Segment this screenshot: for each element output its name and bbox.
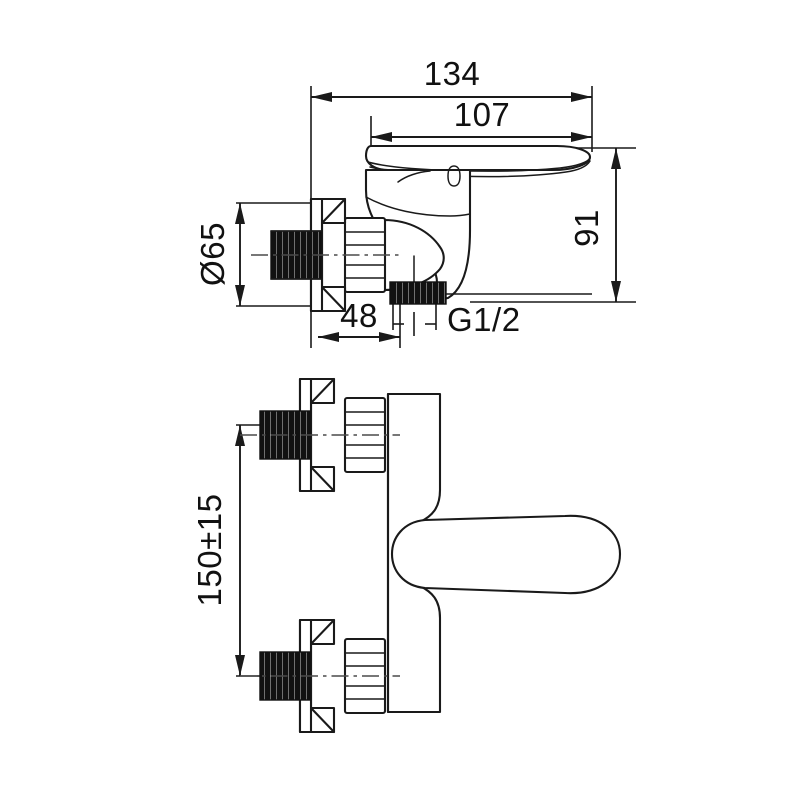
escutcheon-cone-top — [320, 197, 347, 225]
outlet-thread-hatch — [389, 281, 447, 305]
dim-label-150: 150±15 — [191, 494, 228, 607]
arrow-bottom-d65 — [235, 285, 245, 306]
side-elevation-view: 134 107 Ø65 91 48 — [194, 55, 636, 348]
spout-top-outline — [364, 144, 592, 172]
dim-label-d65: Ø65 — [194, 222, 231, 286]
body-button-detail — [447, 165, 461, 187]
dim-label-91: 91 — [568, 209, 605, 247]
arrow-bottom-91 — [611, 281, 621, 302]
connector-upper-front — [240, 377, 400, 493]
arrow-top-91 — [611, 148, 621, 169]
arrow-left-48 — [318, 332, 339, 342]
front-elevation-view: 150±15 — [191, 377, 622, 734]
escutcheon-cone-top-lower — [309, 618, 336, 646]
lever-handle-front — [390, 514, 622, 595]
arrow-right-107 — [571, 132, 592, 142]
dim-label-134: 134 — [424, 55, 481, 92]
connector-lower-front — [240, 618, 400, 734]
arrow-left-134 — [311, 92, 332, 102]
escutcheon-cone-bottom — [320, 285, 347, 313]
arrow-bottom-150 — [235, 655, 245, 676]
spout-underside-curve — [367, 157, 591, 172]
lever-outline-front — [390, 514, 622, 595]
escutcheon-cone-bottom-upper — [309, 465, 336, 493]
threaded-outlet-side — [389, 281, 592, 305]
body-highlight-curve — [397, 170, 431, 183]
dimension-91: 91 — [568, 148, 621, 302]
dim-label-g12: G1/2 — [447, 301, 521, 338]
dimension-48: 48 — [318, 297, 400, 342]
arrow-left-107 — [371, 132, 392, 142]
dimension-107: 107 — [371, 96, 592, 142]
dimension-d65: Ø65 — [194, 203, 245, 306]
dimension-134: 134 — [311, 55, 592, 102]
dim-label-48: 48 — [340, 297, 378, 334]
arrow-top-d65 — [235, 203, 245, 224]
escutcheon-cone-top-upper — [309, 377, 336, 405]
escutcheon-cone-bottom-lower — [309, 706, 336, 734]
arrow-right-134 — [571, 92, 592, 102]
dimension-150pm15: 150±15 — [191, 425, 245, 676]
arrow-right-48 — [379, 332, 400, 342]
dim-label-107: 107 — [454, 96, 511, 133]
lever-handle-side — [364, 144, 592, 178]
body-seam-line — [365, 196, 471, 217]
